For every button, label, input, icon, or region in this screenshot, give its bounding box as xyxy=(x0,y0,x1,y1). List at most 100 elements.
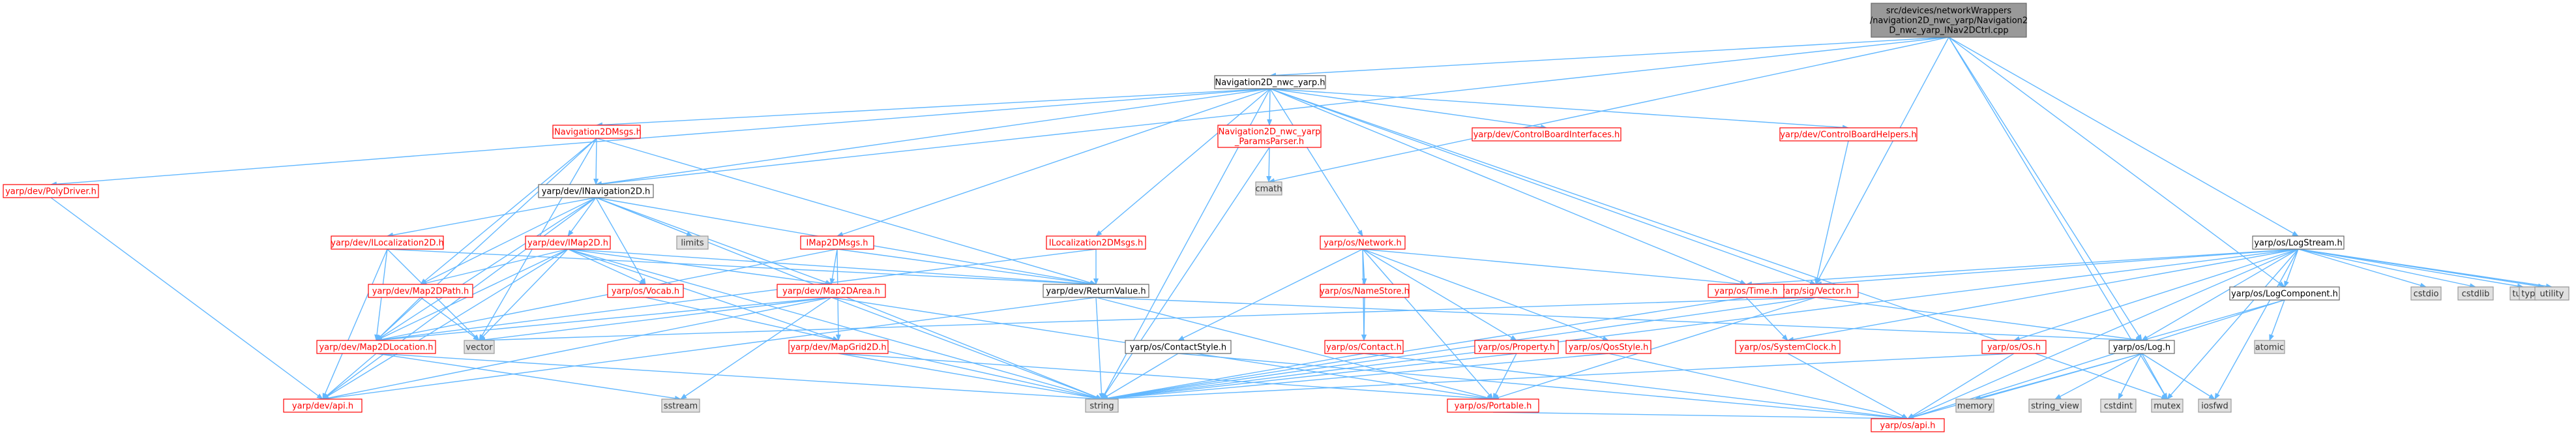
node-imapmsgs[interactable]: IMap2DMsgs.h xyxy=(800,235,874,250)
edge-nav2d_nwc_h-to-cbi xyxy=(1269,88,1547,130)
include-edge xyxy=(596,138,1097,286)
edge-logstream-to-os xyxy=(2013,248,2299,342)
edge-log-to-cstdint xyxy=(2118,353,2142,400)
include-edge xyxy=(567,197,597,237)
node-box xyxy=(331,235,444,250)
edge-portable-to-osapi xyxy=(1492,412,1908,421)
edge-vector_sig-to-log xyxy=(1815,297,2142,342)
include-edge xyxy=(1269,88,1816,285)
node-portable[interactable]: yarp/os/Portable.h xyxy=(1447,398,1539,413)
include-edge xyxy=(1269,88,1363,237)
edge-log-to-osapi xyxy=(1907,353,2142,420)
node-nav2d_nwc_h[interactable]: Navigation2D_nwc_yarp.h xyxy=(1214,75,1326,89)
node-contactstyle[interactable]: yarp/os/ContactStyle.h xyxy=(1125,340,1232,354)
include-edge xyxy=(838,353,1494,402)
edge-qosstyle-to-osapi xyxy=(1608,353,1908,420)
node-map2dpath[interactable]: yarp/dev/Map2DPath.h xyxy=(368,284,473,298)
node-box xyxy=(2410,286,2442,301)
edge-inav2dmsgs-to-map2dloc xyxy=(376,138,597,341)
node-label: yarp/os/Os.h xyxy=(1987,343,2041,353)
node-ilocmsgs[interactable]: ILocalization2DMsgs.h xyxy=(1046,235,1146,250)
node-sysclock[interactable]: yarp/os/SystemClock.h xyxy=(1735,340,1841,354)
include-edge xyxy=(1177,353,1908,421)
node-cbi[interactable]: yarp/dev/ControlBoardInterfaces.h xyxy=(1472,127,1621,142)
edge-logstream-to-iosfwd xyxy=(2214,248,2299,400)
node-osapi[interactable]: yarp/os/api.h xyxy=(1871,418,1945,432)
node-network[interactable]: yarp/os/Network.h xyxy=(1320,235,1406,250)
node-inav2dmsgs[interactable]: INavigation2DMsgs.h xyxy=(552,125,642,139)
include-edge xyxy=(376,353,681,401)
node-time[interactable]: yarp/os/Time.h xyxy=(1708,284,1784,298)
node-ilocalization2d[interactable]: yarp/dev/ILocalization2D.h xyxy=(331,235,444,250)
include-edge xyxy=(2118,353,2142,400)
edge-vector_sig-to-string xyxy=(1101,297,1816,401)
node-label: _ParamsParser.h xyxy=(1234,137,1304,147)
node-contact[interactable]: yarp/os/Contact.h xyxy=(1324,340,1404,354)
node-box xyxy=(1043,284,1149,298)
node-box xyxy=(1255,181,1282,196)
node-parser[interactable]: Navigation2D_nwc_yarp_ParamsParser.h xyxy=(1217,125,1322,148)
edge-vector_sig-to-vector xyxy=(479,297,1816,343)
include-edge xyxy=(567,248,1103,400)
include-edge xyxy=(567,248,832,286)
node-property[interactable]: yarp/os/Property.h xyxy=(1474,340,1559,354)
node-imap2d[interactable]: yarp/dev/IMap2D.h xyxy=(525,235,611,250)
edge-layer xyxy=(50,37,2553,421)
edge-root-to-nav2d_nwc_h xyxy=(1269,37,1949,78)
node-label: Navigation2D_nwc_yarp xyxy=(1219,127,1321,137)
node-box xyxy=(1981,340,2047,354)
node-label: string_view xyxy=(2031,402,2079,412)
include-edge xyxy=(2269,299,2285,341)
include-edge xyxy=(1269,88,1547,130)
node-map2darea[interactable]: yarp/dev/Map2DArea.h xyxy=(777,284,886,298)
edge-contact-to-osapi xyxy=(1363,353,1908,421)
include-edge xyxy=(1362,248,1494,400)
node-sstream: sstream xyxy=(661,398,700,413)
node-logcomponent[interactable]: yarp/os/LogComponent.h xyxy=(2229,286,2340,301)
node-qosstyle[interactable]: yarp/os/QosStyle.h xyxy=(1565,340,1651,354)
node-log[interactable]: yarp/os/Log.h xyxy=(2109,340,2175,354)
include-edge xyxy=(1815,248,2299,287)
include-edge xyxy=(680,297,832,400)
node-box xyxy=(1474,340,1559,354)
include-edge xyxy=(420,297,480,341)
edge-nav2d_nwc_h-to-vector_sig xyxy=(1269,88,1816,285)
node-inav2d[interactable]: yarp/dev/INavigation2D.h xyxy=(538,184,654,198)
edge-ilocalization2d-to-devapi xyxy=(322,248,388,400)
node-box xyxy=(800,235,874,250)
include-edge xyxy=(1814,140,1849,285)
edge-map2dpath-to-vector xyxy=(420,297,480,341)
include-edge xyxy=(1362,248,1517,341)
node-label: yarp/os/ContactStyle.h xyxy=(1130,343,1226,353)
node-label: IMap2DMsgs.h xyxy=(807,239,868,248)
node-logstream[interactable]: yarp/os/LogStream.h xyxy=(2252,235,2345,250)
node-root[interactable]: src/devices/networkWrappers/navigation2D… xyxy=(1870,3,2028,38)
node-devapi[interactable]: yarp/dev/api.h xyxy=(283,398,363,413)
edge-inav2d-to-vocab xyxy=(595,197,646,285)
include-edge xyxy=(567,248,1097,287)
node-nameStore[interactable]: yarp/os/NameStore.h xyxy=(1320,284,1410,298)
node-label: yarp/os/Time.h xyxy=(1715,287,1778,297)
edge-logstream-to-vector_sig xyxy=(1815,248,2299,287)
include-edge xyxy=(1267,88,1273,126)
node-mapgrid[interactable]: yarp/dev/MapGrid2D.h xyxy=(788,340,889,354)
node-returnvalue[interactable]: yarp/dev/ReturnValue.h xyxy=(1043,284,1149,298)
node-map2dloc[interactable]: yarp/dev/Map2DLocation.h xyxy=(316,340,436,354)
node-box xyxy=(1046,235,1146,250)
node-cbh[interactable]: yarp/dev/ControlBoardHelpers.h xyxy=(1779,127,1917,142)
edge-nameStore-to-contact xyxy=(1361,297,1367,341)
include-edge xyxy=(595,37,1949,187)
node-os[interactable]: yarp/os/Os.h xyxy=(1981,340,2047,354)
node-polydriver[interactable]: yarp/dev/PolyDriver.h xyxy=(3,184,99,198)
edge-contactstyle-to-osapi xyxy=(1177,353,1908,421)
node-label: cstdio xyxy=(2414,290,2439,299)
node-vector_sig[interactable]: yarp/sig/Vector.h xyxy=(1773,284,1859,298)
node-box xyxy=(2457,286,2494,301)
include-edge xyxy=(376,138,597,341)
include-edge xyxy=(1101,248,2299,401)
node-vocab[interactable]: yarp/os/Vocab.h xyxy=(607,284,684,298)
include-edge xyxy=(1101,147,1270,400)
include-edge xyxy=(838,353,1103,401)
node-box xyxy=(1565,340,1651,354)
node-label: yarp/os/Contact.h xyxy=(1326,343,1402,353)
